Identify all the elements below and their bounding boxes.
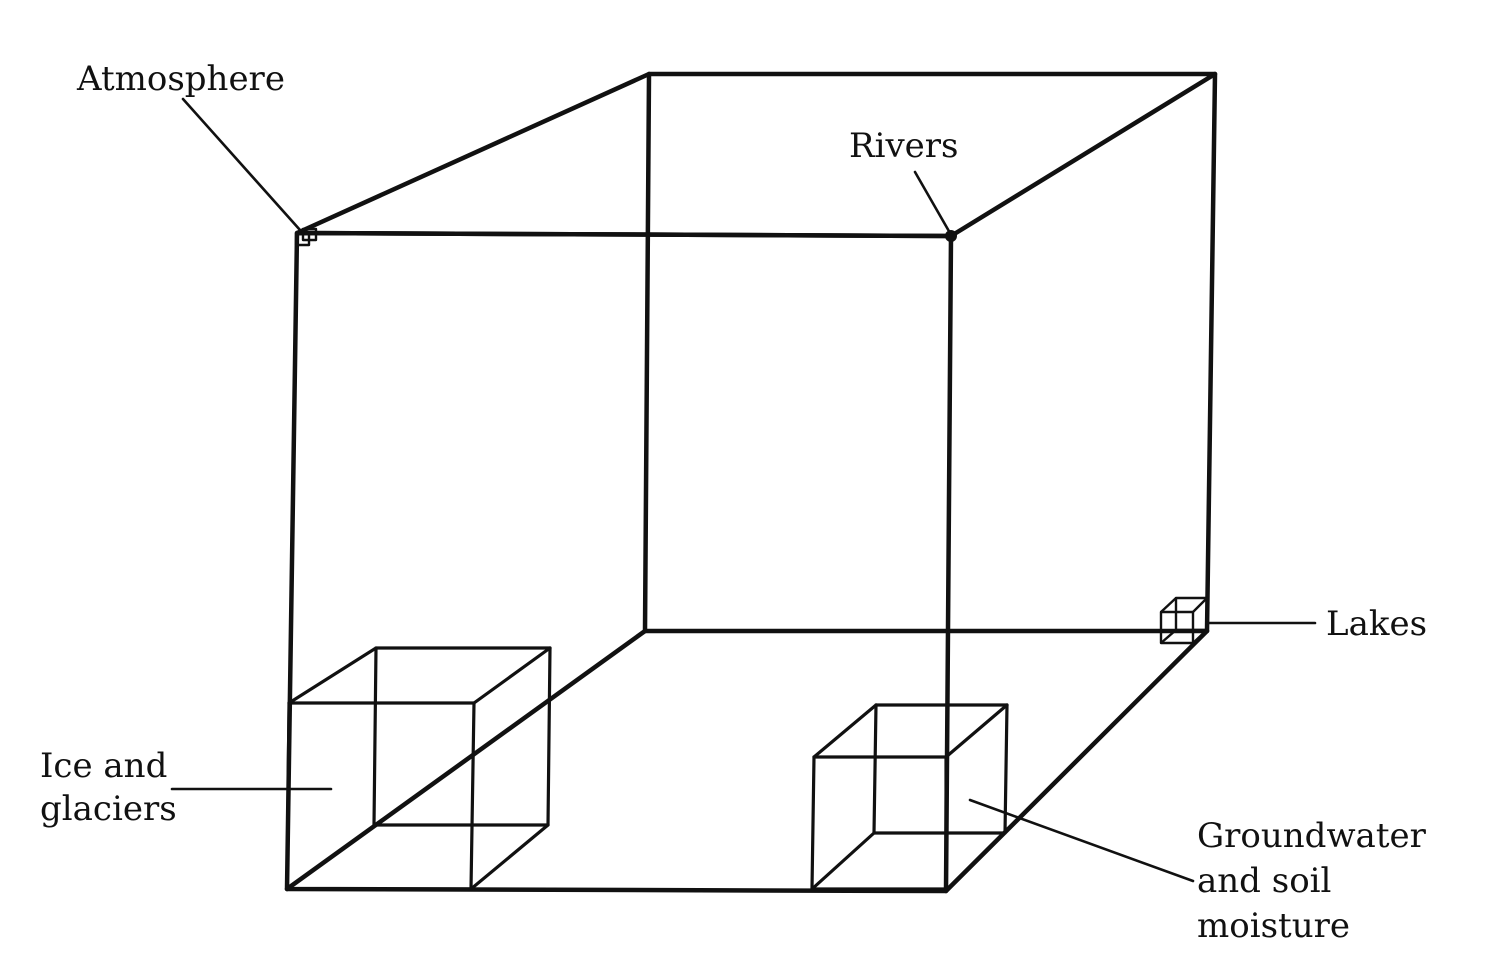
large-cube [284,71,1218,894]
groundwater-cube-back-face [872,703,1009,835]
ice-cube-edge-top-right [472,646,552,705]
lakes-cube-edge-bottom-left [1160,629,1177,644]
groundwater-leader-line [968,798,1195,883]
large-cube-front-face [284,230,954,894]
lakes-label: Lakes [1326,604,1427,644]
groundwater-label-line1: Groundwater [1197,816,1427,856]
ice-cube-edge-bottom-right [469,823,550,891]
large-cube-back-right-vertical-edge [1204,71,1218,634]
groundwater-cube-edge-top-right [944,703,1009,759]
ice-cube-edge-top-left [287,646,378,705]
rivers-leader-line [913,170,952,235]
large-cube-top-face [294,71,1218,239]
lakes-cube [1159,596,1209,645]
groundwater-cube-edge-top-left [812,703,878,759]
atmosphere-label: Atmosphere [76,59,285,99]
groundwater-label-line3: moisture [1197,906,1350,946]
ice-glaciers-label-line1: Ice and [40,746,167,786]
large-cube-back-left-bottom-edge [284,628,648,892]
groundwater-cube [810,703,1009,891]
atmosphere-cube-back [301,227,318,242]
rivers-cube [945,230,957,242]
lakes-cube-edge-bottom-right [1192,629,1208,644]
groundwater-cube-front-face [810,755,948,891]
lakes-cube-edge-top-left [1160,597,1177,613]
ice-cube-front-face [285,701,476,891]
large-cube-bottom-right-edge [943,628,1210,894]
ice-glaciers-cube [285,646,552,891]
lakes-cube-edge-top-right [1192,597,1208,613]
rivers-label: Rivers [849,126,959,166]
atmosphere-cube [294,227,318,247]
large-cube-back-vertical-edge [642,71,652,634]
ice-glaciers-label-line2: glaciers [40,789,177,829]
groundwater-label-line2: and soil [1197,861,1331,901]
atmosphere-leader-line [181,97,302,232]
groundwater-cube-edge-bottom-left [810,831,876,891]
ice-cube-back-face [372,646,552,827]
